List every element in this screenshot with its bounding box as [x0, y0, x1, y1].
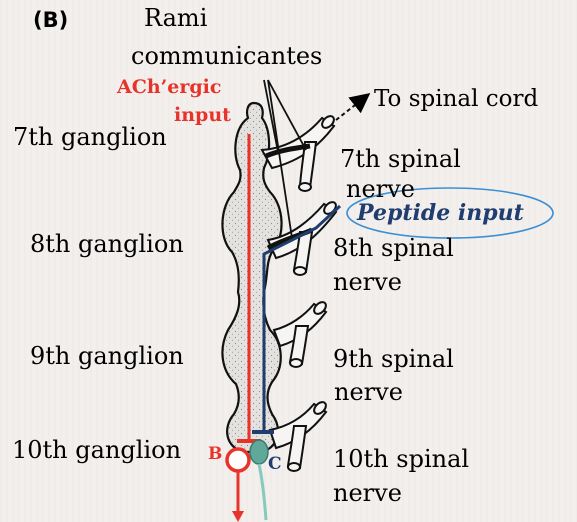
ganglion-7-label: 7th ganglion — [13, 125, 167, 149]
ach-input-label-line2: input — [174, 106, 231, 125]
peptide-input-label: Peptide input — [357, 202, 524, 224]
to-spinal-cord-arrow — [336, 98, 364, 120]
to-spinal-cord-label: To spinal cord — [374, 88, 538, 111]
spinal-nerve-9-label-line1: 9th spinal — [333, 347, 454, 371]
rami-communicantes-label-line1: Rami — [144, 6, 207, 30]
spinal-nerve-7-label-line1: 7th spinal — [340, 147, 461, 171]
ach-input-label-line1: ACh’ergic — [117, 78, 221, 97]
panel-letter: (B) — [33, 10, 68, 31]
spinal-nerve-8-label-line1: 8th spinal — [333, 236, 454, 260]
cell-b-label: B — [208, 446, 222, 463]
ganglion-9-label: 9th ganglion — [30, 344, 184, 368]
spinal-nerve-9-label-line2: nerve — [334, 380, 403, 404]
spinal-nerve-9 — [274, 300, 328, 367]
cell-b-neuron — [227, 449, 249, 471]
cell-c-axon — [259, 464, 266, 520]
ganglion-10-label: 10th ganglion — [12, 438, 181, 462]
cell-c-label: C — [268, 456, 282, 473]
spinal-nerve-7-label-line2: nerve — [346, 177, 415, 201]
rami-communicantes-label-line2: communicantes — [131, 44, 322, 68]
spinal-nerve-10-label-line1: 10th spinal — [333, 447, 469, 471]
spinal-nerve-8-label-line2: nerve — [333, 270, 402, 294]
ganglion-8-label: 8th ganglion — [30, 232, 184, 256]
cell-c-neuron — [250, 440, 268, 464]
spinal-nerve-10-label-line2: nerve — [333, 481, 402, 505]
cell-b-axon-arrowhead — [232, 511, 244, 522]
